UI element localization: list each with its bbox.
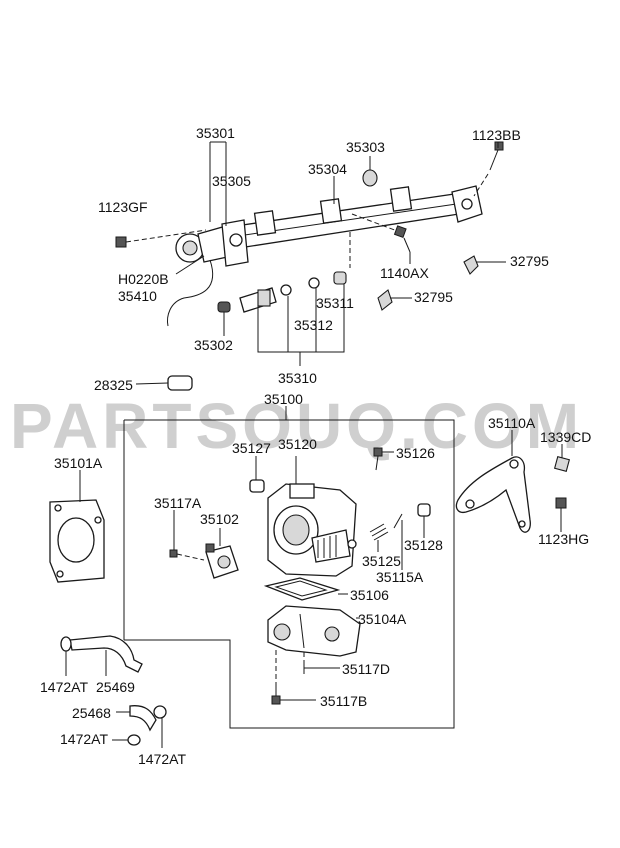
label-35312[interactable]: 35312: [294, 317, 333, 333]
gasket-35101a[interactable]: [49, 499, 105, 583]
bracket-35110a[interactable]: [455, 456, 531, 533]
nut-1339cd[interactable]: [553, 455, 571, 473]
label-35102[interactable]: 35102: [200, 511, 239, 527]
label-1472at-middle[interactable]: 1472AT: [60, 731, 108, 747]
label-35125[interactable]: 35125: [362, 553, 401, 569]
label-32795-upper[interactable]: 32795: [510, 253, 549, 269]
part-35127[interactable]: [249, 479, 265, 493]
label-35128[interactable]: 35128: [404, 537, 443, 553]
part-labels: 35301 35305 35303 1123BB 35304 1123GF H0…: [40, 125, 591, 767]
part-35128[interactable]: [417, 503, 431, 517]
label-35310[interactable]: 35310: [278, 370, 317, 386]
leader-lines: [65, 141, 563, 748]
label-35117b[interactable]: 35117B: [320, 693, 367, 709]
hose-25468[interactable]: [129, 705, 167, 732]
part-28325[interactable]: [135, 375, 193, 391]
label-1123gf[interactable]: 1123GF: [98, 199, 148, 215]
hose-25469[interactable]: [60, 635, 143, 673]
label-35301[interactable]: 35301: [196, 125, 235, 141]
label-35127[interactable]: 35127: [232, 440, 271, 456]
label-35410[interactable]: 35410: [118, 288, 157, 304]
label-35101a[interactable]: 35101A: [54, 455, 103, 471]
bolt-1123gf[interactable]: [115, 229, 207, 248]
bolt-1123hg[interactable]: [555, 497, 567, 524]
label-32795-lower[interactable]: 32795: [414, 289, 453, 305]
clip-32795-upper[interactable]: [463, 255, 479, 275]
label-1140ax[interactable]: 1140AX: [380, 265, 429, 281]
injector-35310[interactable]: [217, 232, 351, 313]
gasket-35106[interactable]: [263, 577, 341, 601]
label-1339cd[interactable]: 1339CD: [540, 429, 591, 445]
label-35110a[interactable]: 35110A: [488, 415, 536, 431]
bolt-1140ax[interactable]: [351, 213, 411, 253]
label-1123hg[interactable]: 1123HG: [538, 531, 589, 547]
label-1123bb[interactable]: 1123BB: [472, 127, 521, 143]
label-35117d[interactable]: 35117D: [342, 661, 390, 677]
spring-35125[interactable]: [369, 523, 389, 541]
housing-35104a[interactable]: [267, 605, 361, 657]
screw-35117b[interactable]: [271, 650, 281, 705]
label-35117a[interactable]: 35117A: [154, 495, 202, 511]
label-35115a[interactable]: 35115A: [376, 569, 424, 585]
label-35106[interactable]: 35106: [350, 587, 389, 603]
fuel-rail-assembly[interactable]: [167, 185, 483, 327]
clamp-1472at-lower[interactable]: [127, 734, 141, 746]
clip-35303[interactable]: [362, 169, 378, 187]
label-35100[interactable]: 35100: [264, 391, 303, 407]
label-35104a[interactable]: 35104A: [358, 611, 407, 627]
label-35126[interactable]: 35126: [396, 445, 435, 461]
label-28325[interactable]: 28325: [94, 377, 133, 393]
screw-35115a[interactable]: [393, 513, 403, 529]
label-35120[interactable]: 35120: [278, 436, 317, 452]
label-35311[interactable]: 35311: [316, 295, 354, 311]
watermark-text: PARTSOUQ.COM: [10, 390, 583, 462]
label-25468[interactable]: 25468: [72, 705, 111, 721]
clip-32795-lower[interactable]: [377, 289, 393, 311]
group-box-35100: [123, 419, 455, 729]
label-1472at-right[interactable]: 1472AT: [138, 751, 186, 767]
label-25469[interactable]: 25469: [96, 679, 135, 695]
label-35304[interactable]: 35304: [308, 161, 347, 177]
label-h0220b[interactable]: H0220B: [118, 271, 169, 287]
label-35303[interactable]: 35303: [346, 139, 385, 155]
screw-35117a[interactable]: [169, 549, 205, 561]
label-35302[interactable]: 35302: [194, 337, 233, 353]
bolt-1123bb[interactable]: [473, 141, 504, 197]
label-1472at-left[interactable]: 1472AT: [40, 679, 88, 695]
label-35305[interactable]: 35305: [212, 173, 251, 189]
throttle-body-35120[interactable]: [267, 483, 357, 577]
sensor-35102[interactable]: [205, 543, 239, 579]
